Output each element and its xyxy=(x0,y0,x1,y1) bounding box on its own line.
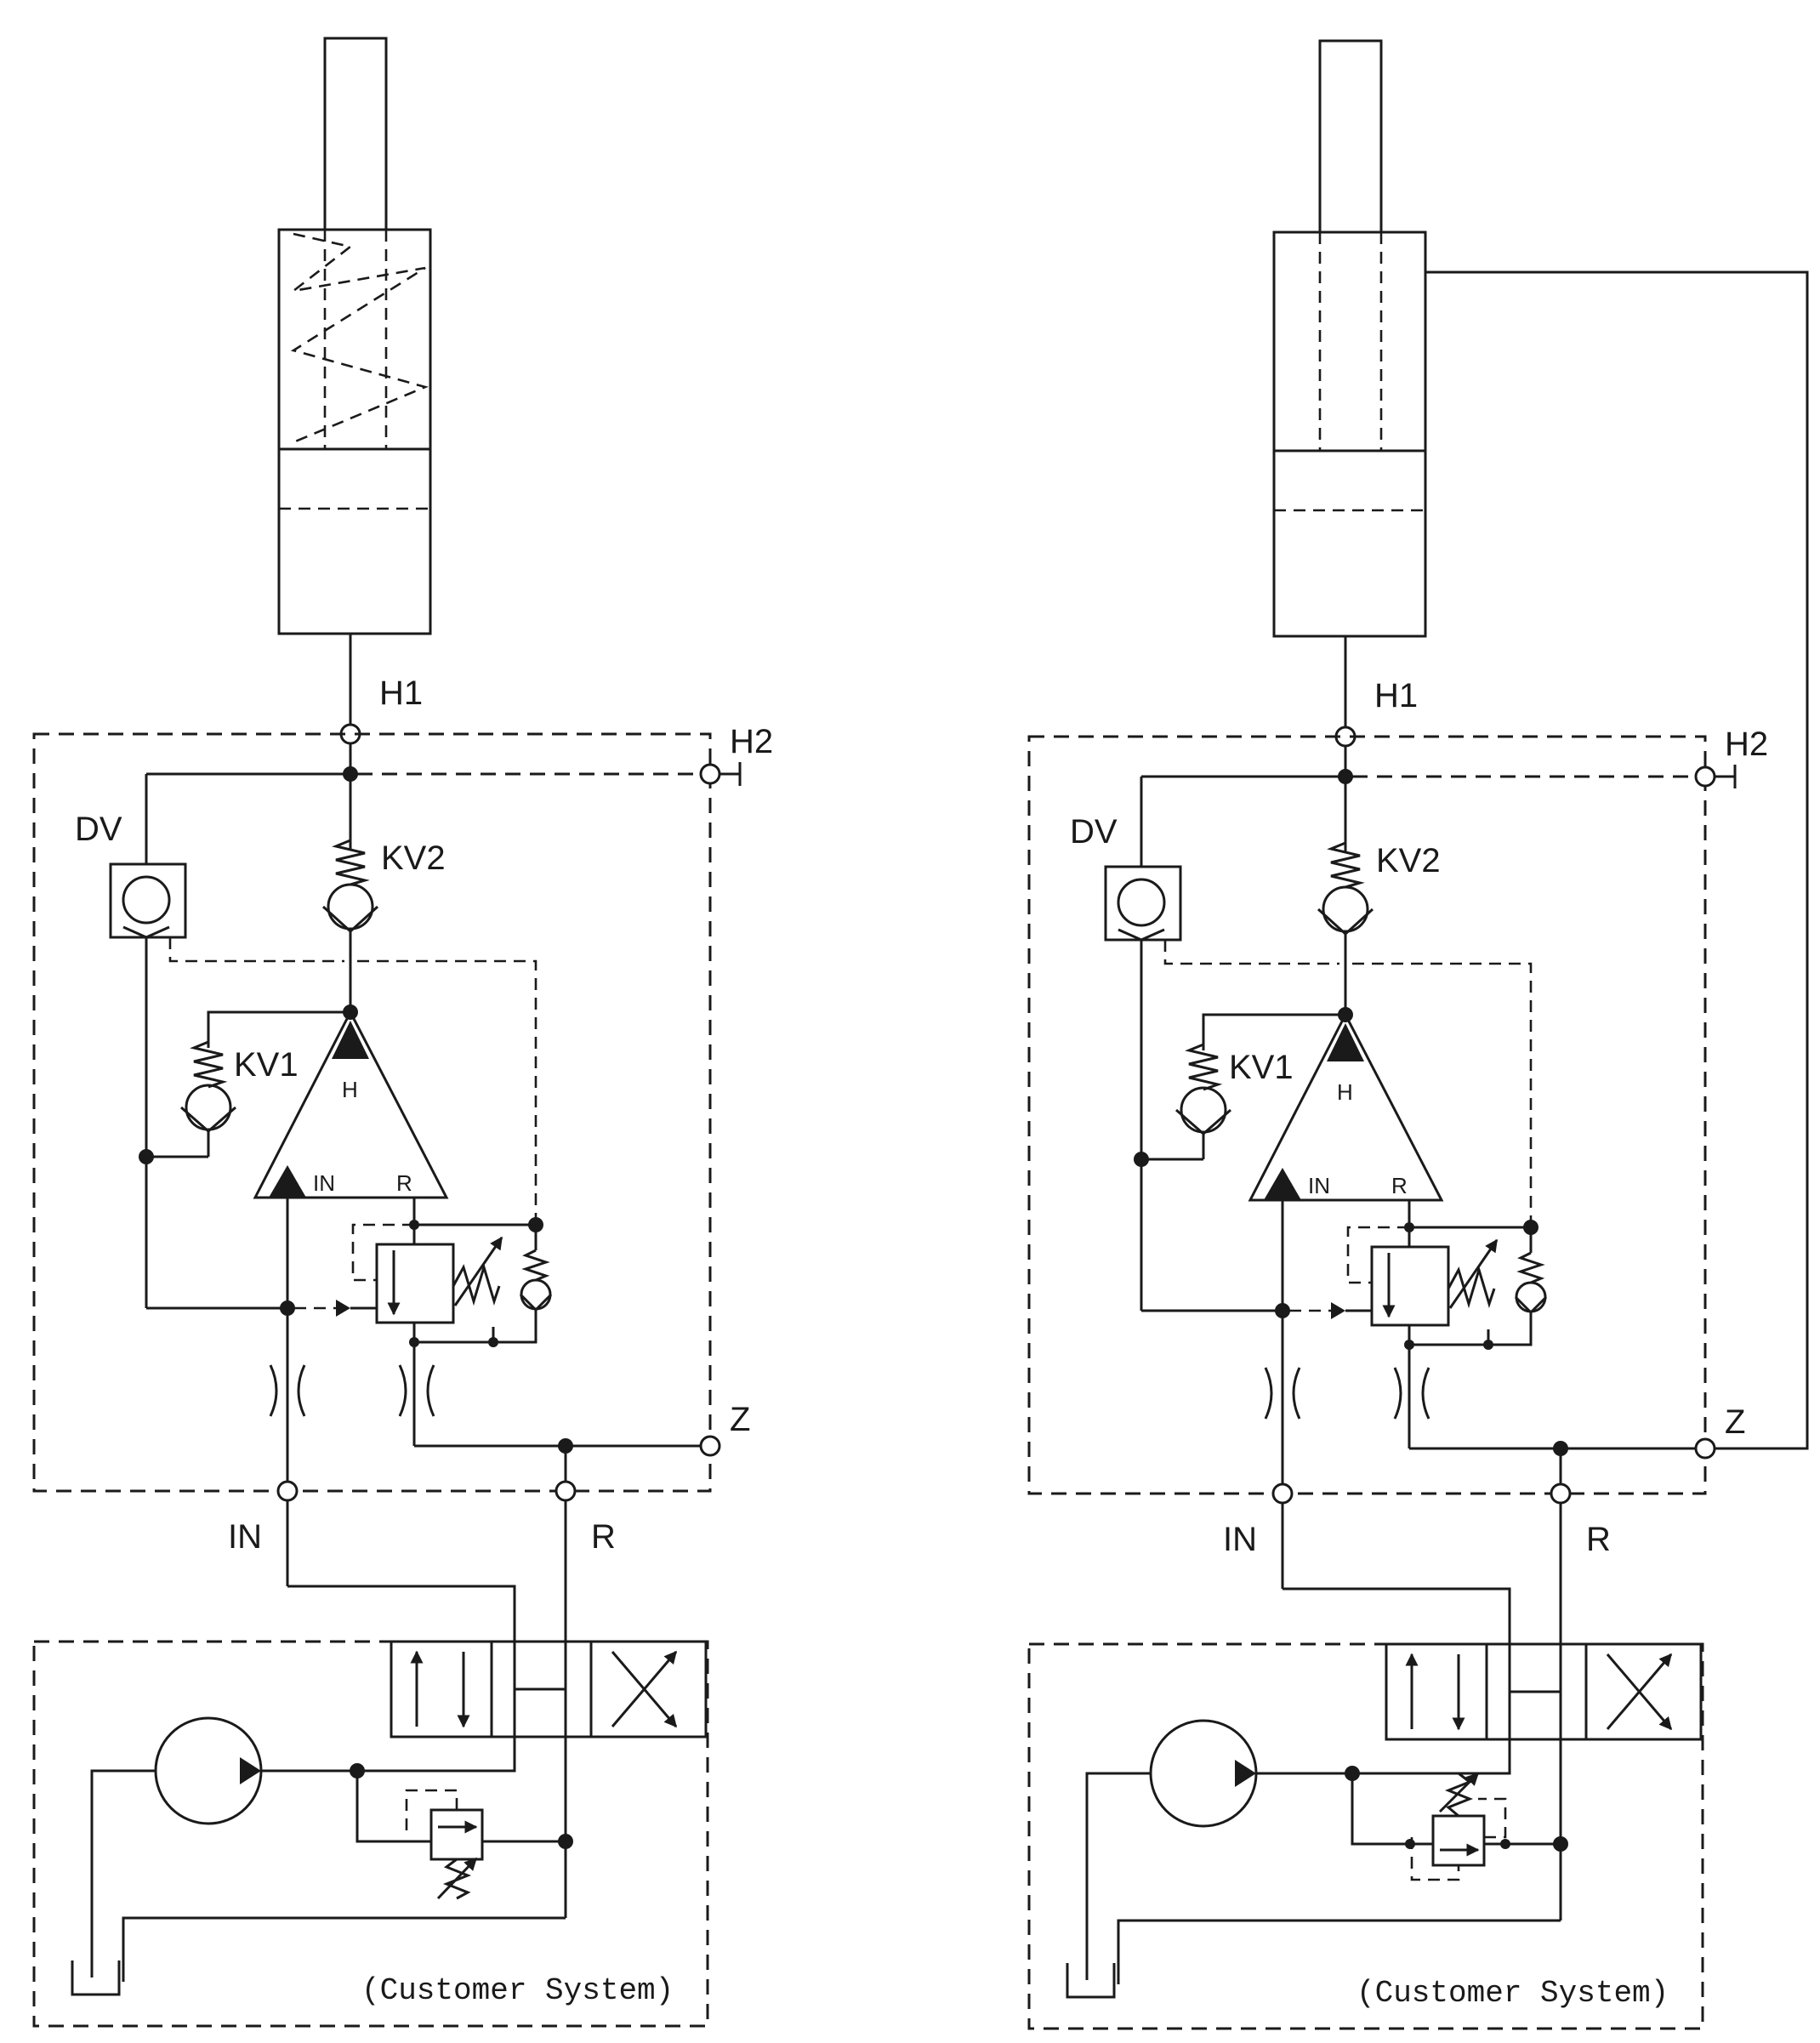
piston-rod-right xyxy=(1318,39,1383,234)
piston-rod xyxy=(323,37,388,231)
label-customer-right: (Customer System) xyxy=(1356,1976,1669,2011)
label-valve-r-left: R xyxy=(396,1170,412,1196)
label-h2-right: H2 xyxy=(1725,726,1768,763)
cylinder xyxy=(277,228,432,635)
label-valve-in-right: IN xyxy=(1308,1173,1330,1198)
label-z-left: Z xyxy=(730,1401,750,1438)
label-valve-h-right: H xyxy=(1337,1079,1353,1105)
left-schematic xyxy=(34,37,740,2026)
label-z-right: Z xyxy=(1725,1403,1745,1441)
label-kv2-right: KV2 xyxy=(1376,842,1441,879)
label-valve-in-left: IN xyxy=(313,1170,335,1196)
label-valve-r-right: R xyxy=(1391,1173,1408,1198)
label-h2-left: H2 xyxy=(730,723,773,760)
label-kv1-right: KV1 xyxy=(1229,1049,1294,1086)
label-h1-left: H1 xyxy=(379,674,423,712)
label-dv-right: DV xyxy=(1070,813,1118,851)
right-schematic xyxy=(1029,39,1809,2029)
label-in-left: IN xyxy=(228,1518,262,1556)
label-h1-right: H1 xyxy=(1374,677,1418,714)
label-dv-left: DV xyxy=(75,811,122,848)
label-r-right: R xyxy=(1586,1521,1611,1558)
left-relief-valve xyxy=(355,1771,573,1900)
label-customer-left: (Customer System) xyxy=(361,1973,674,2008)
label-kv1-left: KV1 xyxy=(234,1046,299,1084)
label-in-right: IN xyxy=(1223,1521,1257,1558)
label-valve-h-left: H xyxy=(342,1077,358,1102)
label-kv2-left: KV2 xyxy=(381,839,446,877)
label-r-left: R xyxy=(591,1518,616,1556)
cylinder-right xyxy=(1272,230,1427,638)
